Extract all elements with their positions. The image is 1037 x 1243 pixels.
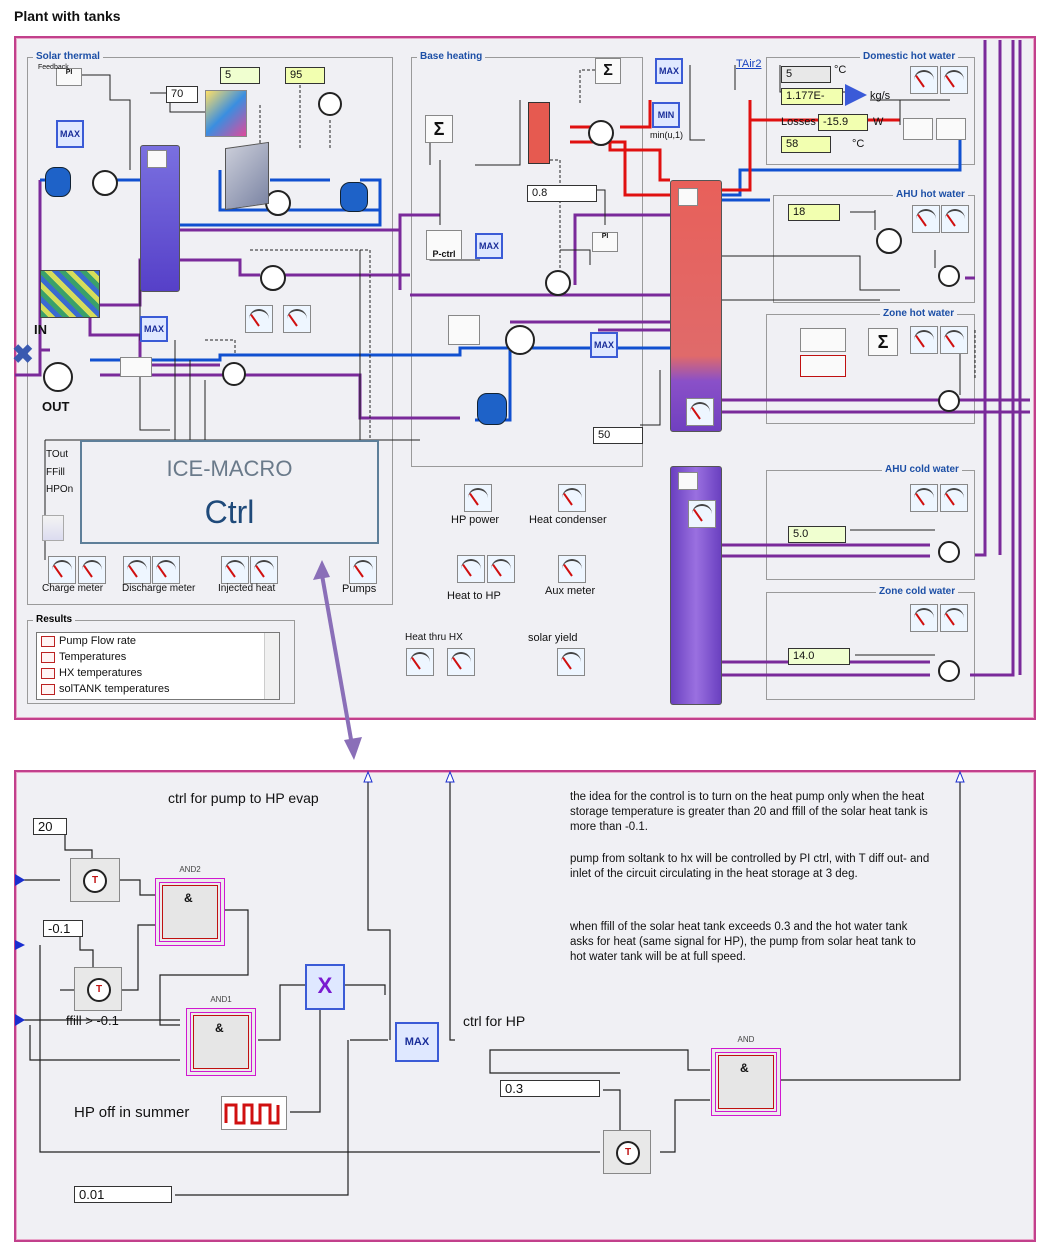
control-note-3: when ffill of the solar heat tank exceed… [570, 920, 930, 965]
thermostat-icon: T [83, 869, 107, 893]
and1-gate-title: AND1 [187, 995, 255, 1004]
ctrl-max-block[interactable]: MAX [395, 1022, 439, 1062]
thermostat-block[interactable]: T [70, 858, 120, 902]
control-note-1: the idea for the control is to turn on t… [570, 790, 930, 835]
multiply-block[interactable]: X [305, 964, 345, 1010]
multiply-symbol: X [318, 973, 333, 998]
pulse-wave-icon [222, 1097, 286, 1129]
and2-gate-symbol: & [184, 891, 193, 905]
hp-off-summer-label: HP off in summer [74, 1104, 189, 1121]
thermostat-icon: T [616, 1141, 640, 1165]
and-gate-symbol: & [740, 1061, 749, 1075]
thermostat-symbol: T [96, 984, 102, 995]
max-symbol: MAX [405, 1036, 429, 1048]
thermostat-symbol: T [92, 875, 98, 886]
thermostat-icon: T [87, 978, 111, 1002]
and2-gate[interactable]: AND2 & [155, 878, 225, 946]
ctrl-hp-label: ctrl for HP [463, 1013, 525, 1029]
control-note-2: pump from soltank to hx will be controll… [570, 852, 930, 882]
and-gate-title: AND [712, 1035, 780, 1044]
schedule-pulse-icon[interactable] [221, 1096, 287, 1130]
ffill-label: ffill > -0.1 [66, 1013, 119, 1028]
ctrl-setpoint-0-3[interactable]: 0.3 [500, 1080, 600, 1097]
ctrl-setpoint-neg01[interactable]: -0.1 [43, 920, 83, 937]
ctrl-setpoint-0-01[interactable]: 0.01 [74, 1186, 172, 1203]
thermostat-block[interactable]: T [74, 967, 122, 1011]
and1-gate-symbol: & [215, 1021, 224, 1035]
ctrl-pump-hp-evap-label: ctrl for pump to HP evap [168, 790, 319, 806]
and-gate[interactable]: AND & [711, 1048, 781, 1116]
and2-gate-title: AND2 [156, 865, 224, 874]
thermostat-symbol: T [625, 1147, 631, 1158]
thermostat-block[interactable]: T [603, 1130, 651, 1174]
and1-gate[interactable]: AND1 & [186, 1008, 256, 1076]
ctrl-setpoint-20[interactable]: 20 [33, 818, 67, 835]
